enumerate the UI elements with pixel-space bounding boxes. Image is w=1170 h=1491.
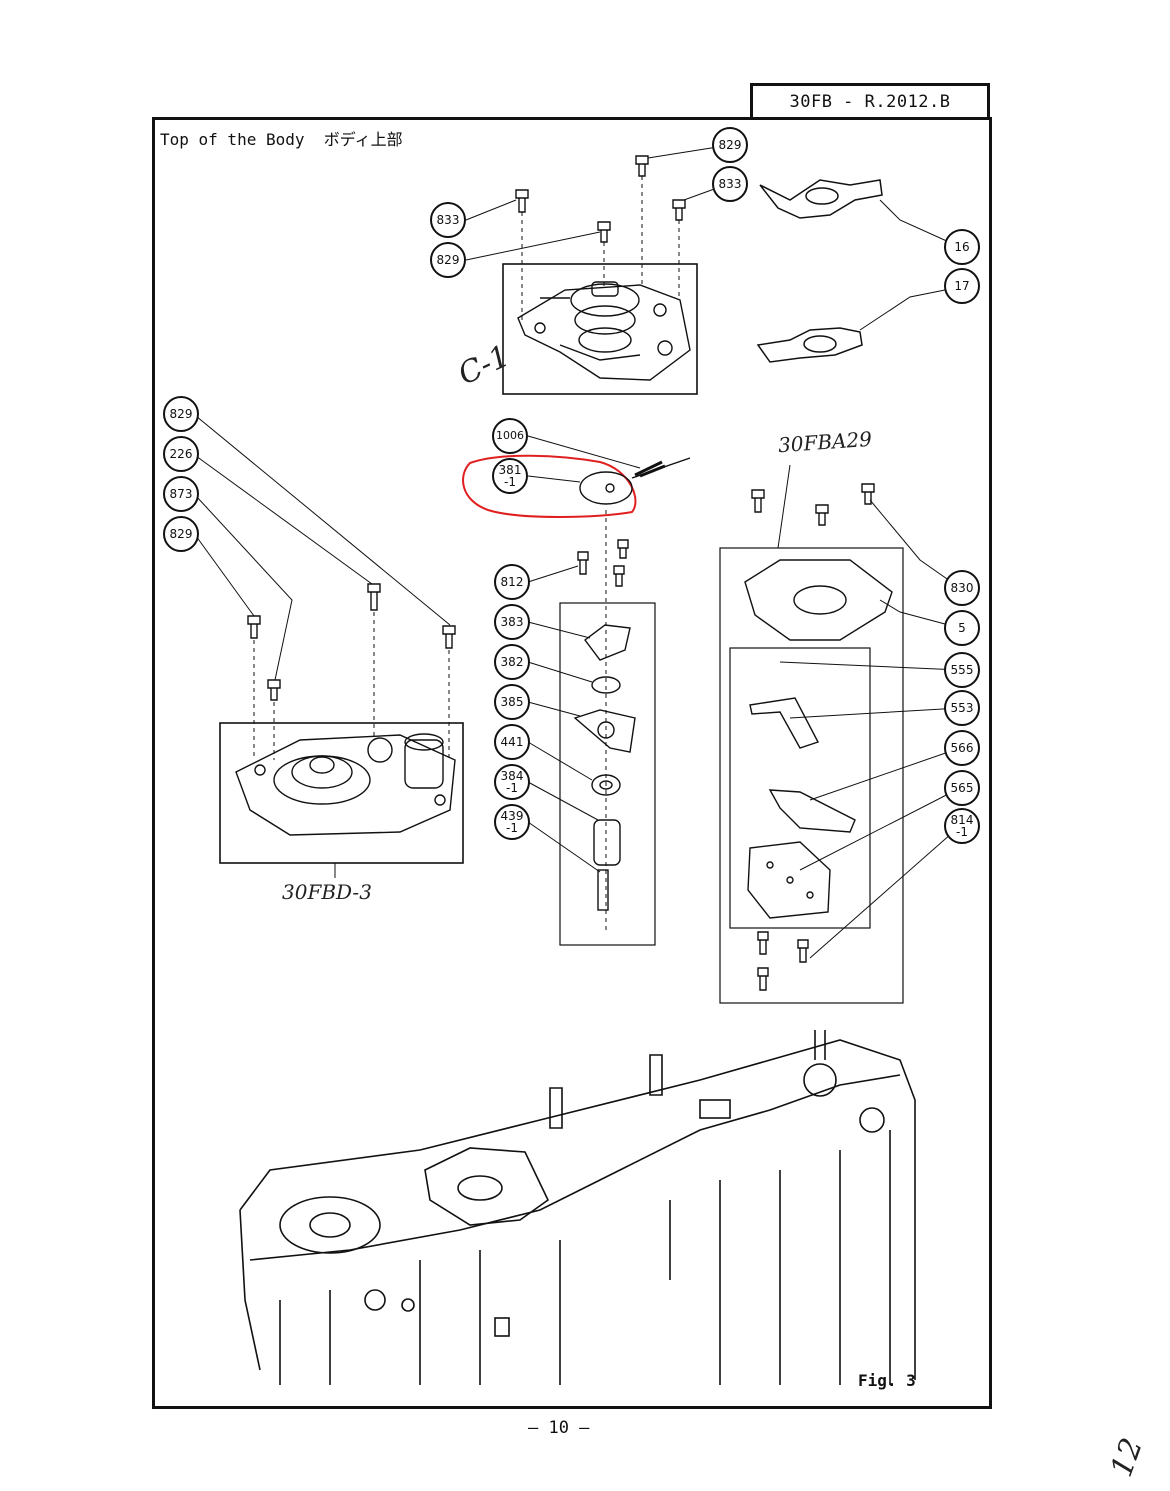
handwritten-30fbd3: 30FBD-3: [282, 880, 372, 904]
callout-385: 385: [494, 684, 530, 720]
guide-lines-left: [253, 612, 450, 760]
leaders-right: [777, 464, 961, 959]
callout-17: 17: [944, 268, 980, 304]
assembly-30fba29-box: [719, 547, 904, 1004]
callout-553: 553: [944, 690, 980, 726]
callout-829: 829: [430, 242, 466, 278]
assembly-c1-box: [502, 263, 698, 395]
callout-382: 382: [494, 644, 530, 680]
callout-441: 441: [494, 724, 530, 760]
callout-829: 829: [163, 396, 199, 432]
assembly-30fbd3-box: [219, 722, 464, 864]
part-381-1: [579, 457, 691, 505]
leaders-top: [465, 144, 961, 331]
callout-829: 829: [163, 516, 199, 552]
callout-829: 829: [712, 127, 748, 163]
middle-column-parts: [573, 539, 636, 911]
model-code-box: 30FB - R.2012.B: [750, 83, 990, 117]
leaders-left: [195, 415, 451, 878]
callout-833: 833: [430, 202, 466, 238]
callout-1006: 1006: [492, 418, 528, 454]
screws-left: [247, 583, 456, 701]
screws-top: [515, 155, 686, 243]
part-16-17: [756, 179, 883, 363]
callout-16: 16: [944, 229, 980, 265]
body-top-drawing: [239, 1030, 916, 1385]
callout-830: 830: [944, 570, 980, 606]
diagram-frame: [152, 117, 992, 1409]
leaders-middle-top: [527, 435, 641, 483]
highlight-381-1: [462, 454, 637, 518]
callout-566: 566: [944, 730, 980, 766]
callout-812: 812: [494, 564, 530, 600]
callout-814-1: 814 -1: [944, 808, 980, 844]
callout-384-1: 384 -1: [494, 764, 530, 800]
callout-873: 873: [163, 476, 199, 512]
assembly-inner-box: [729, 647, 871, 929]
leaders-middle: [527, 565, 601, 873]
page-number: — 10 —: [528, 1418, 590, 1438]
page-title: Top of the Body ボディ上部: [160, 130, 403, 149]
figure-label: Fig. 3: [858, 1371, 916, 1390]
callout-226: 226: [163, 436, 199, 472]
callout-555: 555: [944, 652, 980, 688]
assembly-30fba29-parts: [744, 483, 893, 991]
callout-383: 383: [494, 604, 530, 640]
callout-381-1: 381 -1: [492, 458, 528, 494]
guide-lines-top: [521, 176, 680, 320]
callout-5: 5: [944, 610, 980, 646]
callout-439-1: 439 -1: [494, 804, 530, 840]
middle-column-box: [559, 602, 656, 946]
assembly-c1-parts: [517, 281, 691, 381]
assembly-30fbd3-parts: [235, 733, 456, 836]
callout-565: 565: [944, 770, 980, 806]
callout-833: 833: [712, 166, 748, 202]
